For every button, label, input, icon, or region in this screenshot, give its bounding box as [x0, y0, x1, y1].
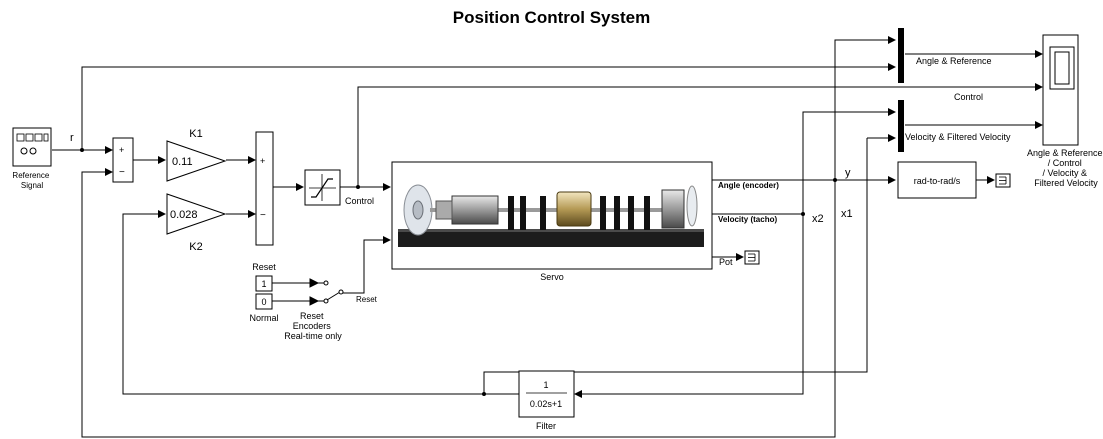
gain-k1-block[interactable]: K1 0.11 [167, 128, 225, 181]
filter-label: Filter [536, 421, 556, 431]
mux-angle-reference[interactable] [898, 28, 904, 83]
signal-label-x1: x1 [841, 208, 853, 220]
gain-k1-label: K1 [189, 128, 202, 140]
scope-label-line2: / Control [1048, 158, 1082, 168]
mux-velocity[interactable] [898, 100, 904, 152]
switch-caption-line2: Encoders [293, 321, 332, 331]
filter-denominator: 0.02s+1 [530, 399, 562, 409]
sum1-plus-sign: + [119, 145, 124, 155]
signal-label-y: y [845, 167, 851, 179]
gain-k1-value: 0.11 [172, 156, 193, 168]
rad-to-rad-s-block[interactable]: rad-to-rad/s [898, 162, 976, 198]
signal-label-r: r [70, 132, 74, 144]
scope-label-line3: / Velocity & [1042, 168, 1087, 178]
rad-to-rad-s-label: rad-to-rad/s [914, 176, 961, 186]
servo-port-velocity: Velocity (tacho) [718, 215, 777, 224]
manual-switch-icon [310, 279, 343, 305]
terminator-rad[interactable] [996, 174, 1010, 187]
constant-normal-block[interactable]: 0 Normal [249, 294, 278, 323]
switch-output-label: Reset [356, 295, 378, 304]
constant-reset-value: 1 [261, 279, 266, 289]
saturation-control-label: Control [345, 196, 374, 206]
switch-caption: Reset Encoders Real-time only [284, 311, 342, 341]
servo-port-pot: Pot [719, 257, 733, 267]
scope-label: Angle & Reference / Control / Velocity &… [1027, 148, 1103, 188]
sum2-block[interactable]: + − [256, 132, 273, 245]
reference-signal-label: Reference Signal [12, 171, 51, 190]
scope-icon [1050, 47, 1074, 89]
gain-k2-block[interactable]: 0.028 K2 [167, 194, 225, 253]
servo-label: Servo [540, 272, 564, 282]
sum2-plus-sign: + [260, 156, 265, 166]
terminator-pot[interactable] [745, 251, 759, 264]
switch-caption-line1: Reset [300, 311, 324, 321]
constant-normal-label: Normal [249, 313, 278, 323]
signal-label-control: Control [954, 92, 983, 102]
constant-reset-label: Reset [252, 262, 276, 272]
reference-signal-label-line1: Reference [12, 171, 49, 180]
gain-k2-label: K2 [189, 241, 202, 253]
signal-label-velocity-filtered: Velocity & Filtered Velocity [905, 132, 1011, 142]
sum2-minus-sign: − [260, 210, 266, 221]
signal-label-angle-reference: Angle & Reference [916, 56, 992, 66]
switch-caption-line3: Real-time only [284, 331, 342, 341]
scope-label-line4: Filtered Velocity [1034, 178, 1098, 188]
filter-block[interactable]: 1 0.02s+1 Filter [519, 371, 574, 431]
sum1-block[interactable]: + − [113, 138, 133, 182]
sum1-minus-sign: − [119, 167, 125, 178]
reference-signal-label-line2: Signal [21, 181, 43, 190]
signal-label-x2: x2 [812, 213, 824, 225]
servo-port-angle: Angle (encoder) [718, 181, 779, 190]
scope-block[interactable]: Angle & Reference / Control / Velocity &… [1027, 35, 1103, 188]
scope-label-line1: Angle & Reference [1027, 148, 1103, 158]
reference-signal-block[interactable]: Reference Signal [12, 128, 51, 190]
constant-normal-value: 0 [261, 297, 266, 307]
gain-k2-value: 0.028 [170, 209, 198, 221]
constant-reset-block[interactable]: Reset 1 [252, 262, 276, 291]
saturation-block[interactable]: Control [305, 170, 374, 206]
filter-numerator: 1 [543, 380, 548, 390]
